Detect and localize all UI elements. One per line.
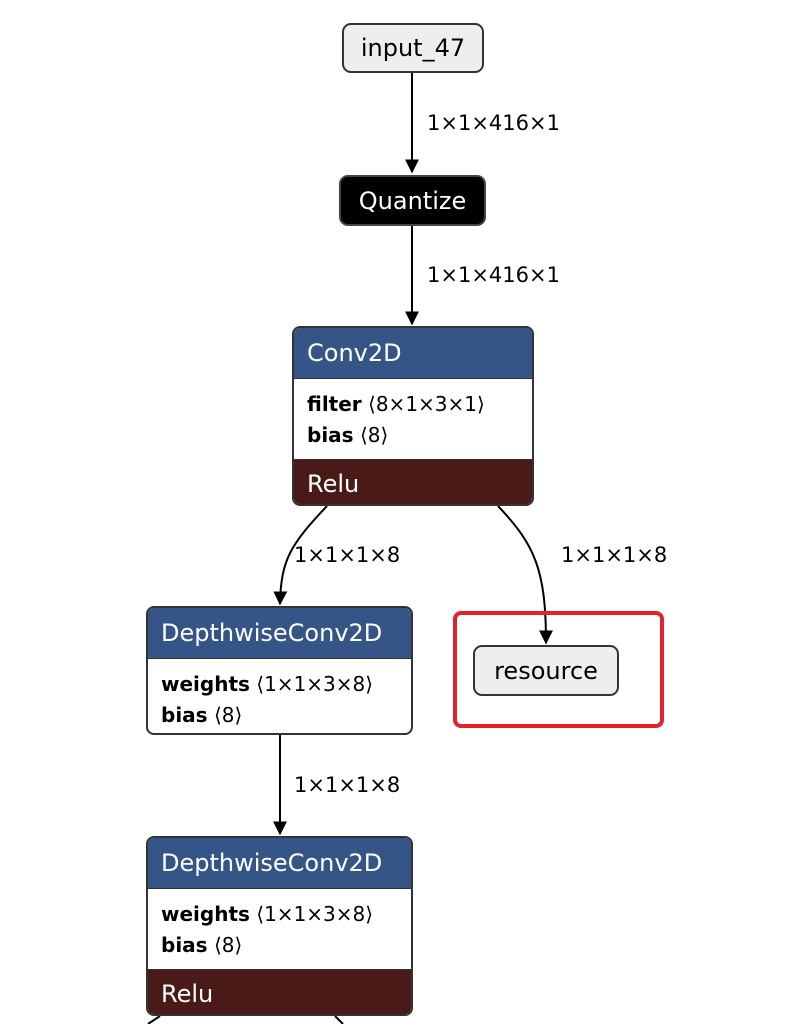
- edge-depthwise2-out-left: [147, 1015, 161, 1024]
- attr-name: bias: [307, 423, 354, 447]
- resource-highlight-box: [453, 611, 664, 728]
- input-node[interactable]: input_47: [342, 23, 484, 73]
- conv2d-node[interactable]: Conv2D filter ⟨8×1×3×1⟩ bias ⟨8⟩ Relu: [292, 326, 534, 506]
- edge-conv-to-resource: [497, 505, 553, 645]
- edge-depthwise2-out-right: [334, 1015, 344, 1024]
- attr-name: weights: [161, 672, 250, 696]
- resource-node[interactable]: resource: [473, 645, 619, 696]
- edge-label-conv-to-depthwise1: 1×1×1×8: [294, 543, 401, 567]
- conv2d-node-activation: Relu: [294, 460, 532, 504]
- attr-name: bias: [161, 703, 208, 727]
- edge-label-input-to-quantize: 1×1×416×1: [427, 111, 560, 135]
- edge-conv-to-depthwise1: [273, 505, 328, 606]
- attr-shape: ⟨8⟩: [359, 423, 389, 447]
- conv2d-attr-filter: filter ⟨8×1×3×1⟩: [307, 389, 519, 420]
- edge-label-depthwise1-to-depthwise2: 1×1×1×8: [294, 773, 401, 797]
- conv2d-attr-bias: bias ⟨8⟩: [307, 420, 519, 451]
- input-node-label: input_47: [360, 34, 466, 62]
- depthwise1-attr-weights: weights ⟨1×1×3×8⟩: [161, 669, 398, 700]
- attr-name: weights: [161, 902, 250, 926]
- depthwise2-attr-weights: weights ⟨1×1×3×8⟩: [161, 899, 398, 930]
- conv2d-node-attributes: filter ⟨8×1×3×1⟩ bias ⟨8⟩: [294, 379, 532, 460]
- edge-label-quantize-to-conv: 1×1×416×1: [427, 263, 560, 287]
- depthwise2-node-attributes: weights ⟨1×1×3×8⟩ bias ⟨8⟩: [148, 889, 411, 970]
- depthwise1-attr-bias: bias ⟨8⟩: [161, 700, 398, 731]
- attr-shape: ⟨1×1×3×8⟩: [256, 672, 374, 696]
- attr-shape: ⟨1×1×3×8⟩: [256, 902, 374, 926]
- depthwise-conv2d-node-1[interactable]: DepthwiseConv2D weights ⟨1×1×3×8⟩ bias ⟨…: [146, 606, 413, 735]
- depthwise2-node-activation: Relu: [148, 970, 411, 1014]
- depthwise1-node-attributes: weights ⟨1×1×3×8⟩ bias ⟨8⟩: [148, 659, 411, 733]
- edge-label-conv-to-resource: 1×1×1×8: [561, 543, 668, 567]
- depthwise-conv2d-node-2[interactable]: DepthwiseConv2D weights ⟨1×1×3×8⟩ bias ⟨…: [146, 836, 413, 1016]
- quantize-node[interactable]: Quantize: [339, 175, 486, 226]
- depthwise2-node-title: DepthwiseConv2D: [148, 838, 411, 889]
- depthwise2-attr-bias: bias ⟨8⟩: [161, 930, 398, 961]
- attr-shape: ⟨8⟩: [213, 933, 243, 957]
- quantize-node-label: Quantize: [358, 186, 467, 215]
- attr-name: bias: [161, 933, 208, 957]
- attr-shape: ⟨8⟩: [213, 703, 243, 727]
- attr-name: filter: [307, 392, 362, 416]
- depthwise1-node-title: DepthwiseConv2D: [148, 608, 411, 659]
- attr-shape: ⟨8×1×3×1⟩: [368, 392, 485, 416]
- conv2d-node-title: Conv2D: [294, 328, 532, 379]
- resource-node-label: resource: [494, 656, 598, 685]
